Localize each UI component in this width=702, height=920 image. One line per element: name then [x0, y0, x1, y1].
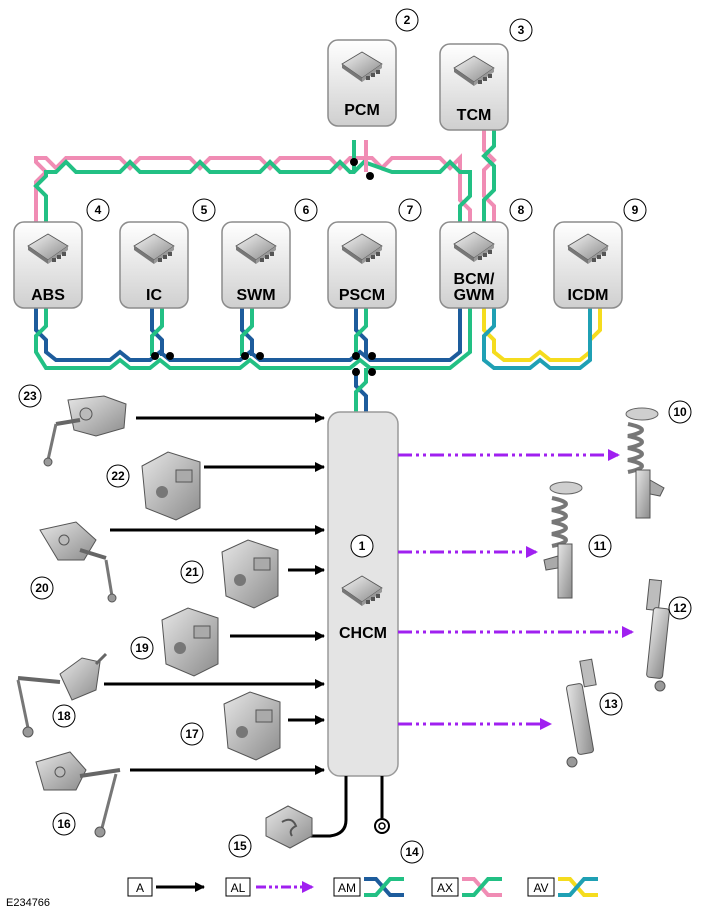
callout-number: 10	[673, 405, 687, 419]
legend-code: AV	[533, 881, 548, 895]
height-sensor-icon	[16, 652, 108, 738]
flexray-icon	[462, 877, 502, 897]
module-label: ICDM	[568, 287, 609, 304]
legend-item-av: AV	[527, 877, 598, 897]
module-callouts: 2 3 4 5 6 7 8 9	[86, 8, 647, 222]
module-label: ABS	[31, 287, 65, 304]
module-icdm: ICDM	[553, 221, 623, 309]
module-label: IC	[146, 287, 162, 304]
accelerometer-icon	[221, 539, 279, 609]
network-wiring	[33, 130, 602, 412]
pwm-outputs	[398, 449, 634, 730]
front-damper-icon	[625, 407, 665, 519]
callout-number: 21	[185, 565, 199, 579]
module-pcm: PCM	[327, 39, 397, 127]
callout-number: 3	[518, 23, 525, 37]
power-ground-lines	[310, 776, 384, 838]
accelerometer-icon	[161, 607, 219, 677]
module-pscm: PSCM	[327, 221, 397, 309]
legend-item-a: A	[127, 877, 205, 897]
legend: A AL AM AX AV	[127, 877, 598, 897]
height-sensor-icon	[39, 521, 117, 603]
callout-number: 19	[135, 641, 149, 655]
accelerometer-icon	[223, 691, 281, 761]
module-label: PSCM	[339, 287, 385, 304]
legend-code: A	[136, 881, 144, 895]
legend-item-ax: AX	[431, 877, 502, 897]
callout-number: 9	[632, 203, 639, 217]
callout-number: 12	[673, 601, 687, 615]
height-sensor-icon	[43, 395, 127, 467]
can-chassis-bus	[482, 306, 602, 370]
component-callouts: 10 11 12 13 14 15 16 17 18 19 20 21 22 2…	[18, 384, 692, 864]
height-sensor-icon	[35, 751, 121, 838]
module-label: SWM	[236, 287, 275, 304]
fuse-icon	[265, 805, 313, 849]
callout-number: 8	[518, 203, 525, 217]
module-swm: SWM	[221, 221, 291, 309]
front-damper-icon	[543, 481, 583, 599]
module-label: BCM/	[454, 271, 495, 288]
callout-number: 18	[57, 709, 71, 723]
module-label: PCM	[344, 102, 380, 119]
legend-code: AM	[338, 881, 356, 895]
callout-number: 2	[404, 13, 411, 27]
callout-number: 22	[111, 469, 125, 483]
callout-number: 7	[407, 203, 414, 217]
rear-damper-icon	[645, 578, 670, 692]
module-abs: ABS	[13, 221, 83, 309]
callout-number: 17	[185, 727, 199, 741]
legend-code: AX	[437, 881, 453, 895]
rear-damper-icon	[566, 658, 597, 768]
module-label: CHCM	[339, 625, 387, 642]
module-bcm-gwm: BCM/ GWM	[439, 221, 509, 309]
callout-number: 11	[594, 539, 607, 553]
callout-number: 16	[57, 817, 71, 831]
callout-number: 5	[201, 203, 208, 217]
ground-icon	[374, 818, 390, 834]
module-label-line2: GWM	[454, 287, 495, 304]
flexray-upper-ring	[33, 130, 497, 230]
callout-number: 20	[35, 581, 49, 595]
reference-number: E234766	[6, 897, 50, 909]
hs-can-powertrain-bus	[34, 306, 472, 412]
callout-number: 4	[95, 203, 102, 217]
accelerometer-icon	[141, 451, 201, 521]
module-chcm: 1 CHCM	[327, 411, 399, 777]
callout-number: 13	[604, 697, 618, 711]
legend-item-al: AL	[225, 877, 314, 897]
callout-number: 1	[359, 539, 366, 553]
module-tcm: TCM	[439, 43, 509, 131]
callout-number: 6	[303, 203, 310, 217]
hardwired-inputs	[104, 413, 325, 775]
legend-item-am: AM	[333, 877, 404, 897]
hs-can-powertrain-icon	[364, 877, 404, 897]
module-label: TCM	[457, 107, 492, 124]
callout-number: 14	[405, 845, 419, 859]
legend-code: AL	[231, 881, 246, 895]
module-ic: IC	[119, 221, 189, 309]
callout-number: 23	[23, 389, 37, 403]
callout-number: 15	[233, 839, 247, 853]
can-chassis-icon	[558, 877, 598, 897]
